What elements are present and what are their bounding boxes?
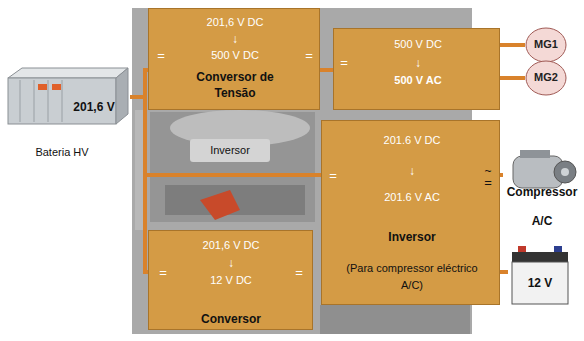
compressor-hub	[561, 168, 569, 176]
battery-top	[8, 68, 128, 78]
dc-symbol: =	[305, 48, 313, 64]
inverter-box: 201.6 V DC↓=~=201.6 V ACInversor(Para co…	[321, 120, 500, 305]
battery-terminal	[518, 246, 526, 253]
power-line	[500, 173, 503, 177]
battery-connector	[52, 84, 61, 90]
arrow-symbol: ↓	[228, 256, 234, 270]
photo-part	[200, 190, 240, 220]
voltage-in: 201,6 V DC	[203, 239, 260, 252]
box-title: Conversor	[201, 312, 261, 326]
ellipse-shape	[526, 28, 566, 62]
motor-label: MG1	[534, 38, 558, 51]
dc-symbol: =	[295, 265, 303, 281]
component-label: Compressor A/C	[506, 178, 578, 236]
voltage-out: 500 V DC	[211, 49, 259, 62]
ellipse-shape	[526, 61, 566, 95]
voltage-out: 12 V DC	[210, 274, 252, 287]
box-title: Conversor de Tensão	[180, 69, 290, 101]
photo-part	[320, 305, 470, 334]
voltage-in: 500 V DC	[394, 38, 442, 51]
compressor-part	[520, 150, 550, 158]
compressor-pulley	[554, 161, 576, 183]
battery-lid	[512, 252, 568, 262]
component-label: Bateria HV	[35, 146, 88, 159]
arrow-symbol: ↓	[415, 56, 421, 70]
converter-box: 201,6 V DC ↓ = 12 V DC = Conversor	[148, 230, 313, 330]
battery-rib	[20, 80, 21, 122]
battery-node: 201,6 V Bateria HV	[3, 62, 130, 162]
converter-box: 500 V DC ↓ = 500 V AC	[333, 28, 500, 110]
motor-label: MG2	[534, 71, 558, 84]
arrow-symbol: ↓	[409, 164, 415, 178]
voltage-out: 500 V AC	[394, 74, 441, 87]
battery-terminal	[554, 246, 562, 253]
voltage-in: 201,6 V DC	[207, 16, 264, 29]
voltage-label: 12 V	[528, 276, 553, 290]
battery-node: 12 V	[508, 250, 572, 307]
battery-rib	[62, 80, 63, 122]
battery-body	[8, 78, 116, 124]
dc-symbol: =	[340, 55, 348, 71]
dc-symbol: =	[484, 175, 492, 191]
battery-rib	[48, 80, 49, 122]
box-note: (Para compressor eléctrico A/C)	[337, 260, 487, 294]
photo-part	[190, 139, 270, 162]
compressor-node: Compressor A/C	[503, 145, 582, 233]
voltage-out: 201.6 V AC	[384, 191, 440, 204]
photo-label: Inversor	[210, 144, 250, 156]
power-line	[320, 68, 333, 72]
voltage-in: 201.6 V DC	[384, 134, 441, 147]
dc-symbol: =	[159, 265, 167, 281]
battery-connector	[38, 84, 47, 90]
power-line	[500, 76, 525, 80]
converter-box: 201,6 V DC ↓ = 500 V DC = Conversor de Tensão	[148, 8, 320, 110]
power-line	[500, 270, 508, 274]
motor-generator: MG1	[525, 27, 567, 63]
battery-rib	[34, 80, 35, 122]
battery-side	[116, 68, 128, 124]
motor-generator: MG2	[525, 60, 567, 96]
power-line	[130, 70, 148, 97]
arrow-symbol: ↓	[232, 32, 238, 46]
dc-symbol: =	[157, 48, 165, 64]
power-line	[500, 43, 525, 47]
power-line	[130, 97, 148, 272]
box-title: Inversor	[388, 230, 435, 244]
voltage-label: 201,6 V	[73, 100, 114, 114]
battery-case	[512, 262, 568, 304]
dc-symbol: =	[329, 168, 337, 184]
